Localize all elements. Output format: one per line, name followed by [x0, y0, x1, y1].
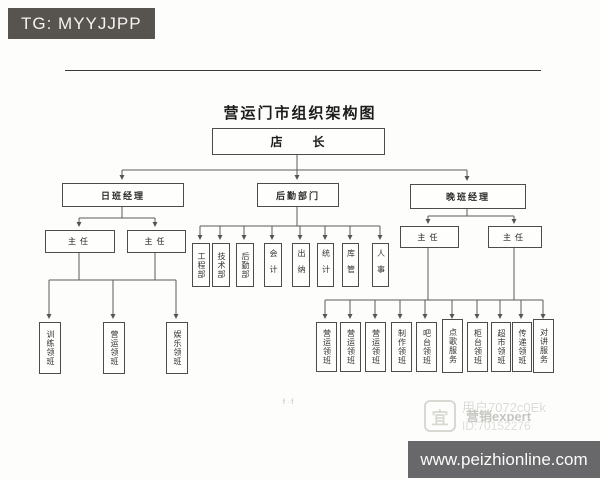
- chart-title: 营运门市组织架构图: [223, 105, 377, 122]
- team-label: 营运领班: [371, 329, 381, 365]
- node-night-team-9: 传递领班: [512, 322, 532, 372]
- team-label: 柜台领班: [473, 329, 483, 365]
- node-dept-engineering: 工程部: [192, 243, 210, 287]
- page-footer-mark: f·f: [283, 399, 296, 406]
- node-night-team-5: 吧台领班: [416, 322, 437, 372]
- dept-label: 工程部: [197, 251, 206, 279]
- dept-label: 会计: [269, 249, 278, 281]
- watermark-overlay-line: 营销expert: [466, 409, 532, 424]
- team-label: 传递领班: [518, 329, 527, 365]
- team-label: 营运领班: [110, 330, 119, 366]
- day-supervisor-fan-lines: [46, 251, 179, 319]
- dept-label: 人事: [376, 249, 386, 281]
- team-label: 训练领班: [46, 330, 55, 366]
- node-night-team-10: 对讲服务: [533, 319, 554, 373]
- node-logistics-department: 后勤部门: [257, 183, 339, 207]
- team-label: 吧台领班: [422, 329, 432, 365]
- dept-label: 库管: [346, 249, 356, 281]
- node-night-team-3: 营运领班: [365, 322, 386, 372]
- watermark-user-line: 用户7072c0Ek: [462, 400, 546, 415]
- node-day-team-1: 训练领班: [39, 322, 61, 374]
- node-dept-accounting: 会计: [264, 243, 282, 287]
- node-day-shift-manager: 日班经理: [62, 183, 184, 207]
- team-label: 营运领班: [346, 329, 356, 365]
- node-dept-warehouse: 库管: [342, 243, 359, 287]
- node-night-shift-manager: 晚班经理: [410, 184, 526, 209]
- day-manager-lines: [76, 205, 158, 227]
- team-label: 点歌服务: [448, 328, 458, 364]
- site-url-text: www.peizhionline.com: [420, 449, 588, 469]
- node-dept-cashier: 出纳: [292, 243, 310, 287]
- node-dept-hr: 人事: [372, 243, 389, 287]
- watermark: 宜 用户7072c0Ek 营销expert ID:70152276: [424, 396, 599, 438]
- team-label: 超市领班: [497, 329, 506, 365]
- page-header-rule: [65, 70, 541, 71]
- watermark-id-line: ID:70152276: [462, 419, 531, 433]
- node-night-team-6: 点歌服务: [442, 319, 463, 373]
- dept-label: 统计: [321, 249, 331, 281]
- node-dept-statistics: 统计: [317, 243, 334, 287]
- team-label: 娱乐领班: [173, 330, 182, 366]
- night-manager-lines: [425, 207, 517, 224]
- team-label: 对讲服务: [539, 328, 549, 364]
- node-day-supervisor-2: 主任: [127, 230, 186, 253]
- dept-label: 出纳: [297, 249, 306, 281]
- node-night-team-2: 营运领班: [340, 322, 361, 372]
- team-label: 制作领班: [397, 329, 407, 365]
- dept-label: 后勤部: [241, 251, 250, 279]
- root-to-level2-lines: [119, 153, 470, 181]
- node-night-team-1: 营运领班: [316, 322, 337, 372]
- node-day-team-3: 娱乐领班: [166, 322, 188, 374]
- node-day-team-2: 营运领班: [103, 322, 125, 374]
- dept-label: 技术部: [217, 251, 226, 279]
- watermark-logo-icon: 宜: [424, 400, 456, 432]
- telegram-handle-badge: TG: MYYJJPP: [8, 8, 155, 39]
- node-night-supervisor-2: 主任: [488, 226, 542, 248]
- team-label: 营运领班: [322, 329, 332, 365]
- node-day-supervisor-1: 主任: [45, 230, 115, 253]
- node-night-supervisor-1: 主任: [400, 226, 459, 248]
- node-dept-technical: 技术部: [212, 243, 230, 287]
- node-store-manager: 店 长: [212, 128, 385, 155]
- node-night-team-4: 制作领班: [391, 322, 412, 372]
- logistics-lines: [197, 205, 383, 240]
- node-night-team-8: 超市领班: [491, 322, 511, 372]
- site-url-bar: www.peizhionline.com: [408, 441, 600, 478]
- node-dept-logistics: 后勤部: [236, 243, 254, 287]
- node-night-team-7: 柜台领班: [467, 322, 488, 372]
